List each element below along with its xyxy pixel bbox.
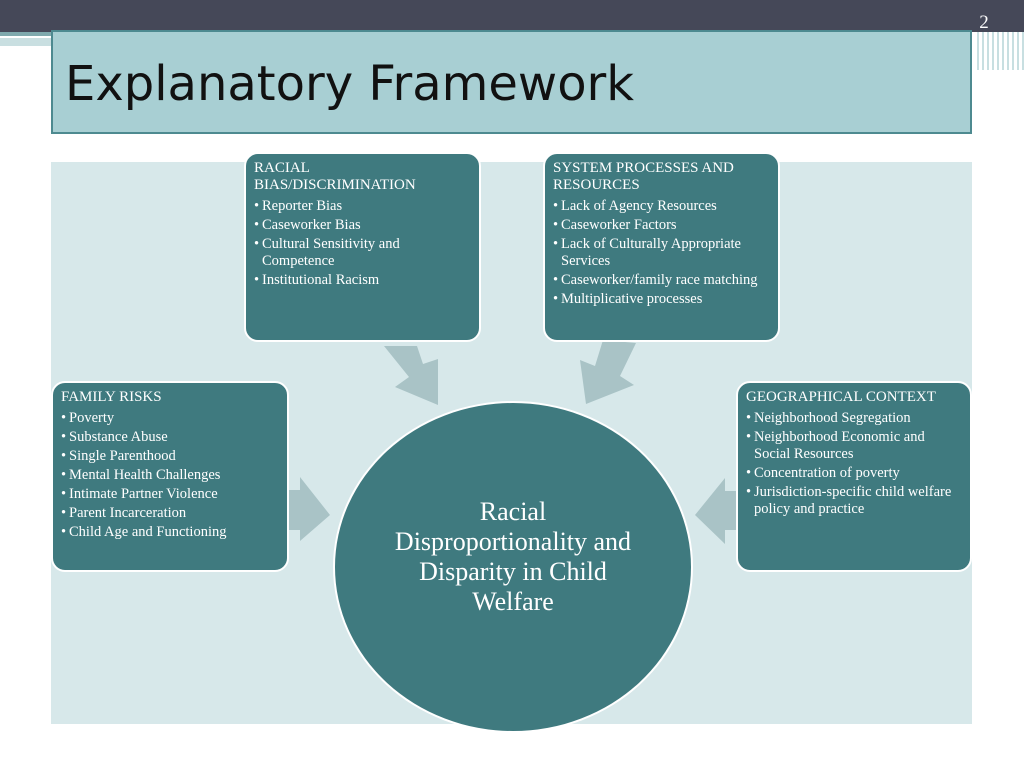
list-racial-bias: •Reporter Bias •Caseworker Bias •Cultura… bbox=[254, 198, 471, 289]
list-item: •Lack of Culturally Appropriate Services bbox=[553, 236, 741, 269]
box-heading-family-risks: FAMILY RISKS bbox=[61, 389, 162, 405]
bullet-icon: • bbox=[254, 236, 260, 252]
list-geographical-context: •Neighborhood Segregation •Neighborhood … bbox=[746, 410, 962, 518]
list-item: •Cultural Sensitivity and Competence bbox=[254, 236, 400, 269]
bullet-icon: • bbox=[61, 524, 67, 540]
list-item: •Poverty bbox=[61, 410, 115, 426]
center-label: Racial Disproportionality and Disparity … bbox=[394, 497, 632, 616]
box-system-processes: SYSTEM PROCESSES AND RESOURCES •Lack of … bbox=[543, 152, 780, 342]
bullet-icon: • bbox=[61, 467, 67, 483]
box-racial-bias: RACIAL BIAS/DISCRIMINATION •Reporter Bia… bbox=[244, 152, 481, 342]
bullet-icon: • bbox=[254, 217, 260, 233]
list-item: •Caseworker Factors bbox=[553, 217, 677, 233]
list-item: •Multiplicative processes bbox=[553, 291, 703, 307]
bullet-icon: • bbox=[746, 429, 752, 445]
box-heading-geographical-context: GEOGRAPHICAL CONTEXT bbox=[746, 389, 936, 405]
box-heading-system-processes: SYSTEM PROCESSES AND RESOURCES bbox=[553, 160, 734, 193]
bullet-icon: • bbox=[61, 410, 67, 426]
center-circle: Racial Disproportionality and Disparity … bbox=[333, 401, 693, 733]
arrow-from-system-processes bbox=[580, 340, 636, 404]
top-bar bbox=[0, 0, 1024, 32]
list-item: •Caseworker/family race matching bbox=[553, 272, 758, 288]
bullet-icon: • bbox=[746, 465, 752, 481]
list-item: •Child Age and Functioning bbox=[61, 524, 227, 540]
arrow-from-racial-bias bbox=[384, 346, 438, 405]
decorative-stripes bbox=[974, 32, 1024, 70]
bullet-icon: • bbox=[553, 217, 559, 233]
bullet-icon: • bbox=[746, 484, 752, 500]
slide-title: Explanatory Framework bbox=[65, 56, 635, 112]
box-heading-racial-bias: RACIAL BIAS/DISCRIMINATION bbox=[254, 160, 416, 193]
box-family-risks: FAMILY RISKS •Poverty •Substance Abuse •… bbox=[51, 381, 289, 572]
bullet-icon: • bbox=[61, 505, 67, 521]
list-item: •Lack of Agency Resources bbox=[553, 198, 717, 214]
list-item: •Neighborhood Segregation bbox=[746, 410, 911, 426]
slide-number: 2 bbox=[979, 12, 989, 33]
arrow-from-family-risks bbox=[289, 477, 330, 541]
list-item: •Mental Health Challenges bbox=[61, 467, 221, 483]
arrow-from-geographical-context bbox=[695, 478, 736, 544]
title-box: Explanatory Framework bbox=[51, 30, 972, 134]
list-item: •Caseworker Bias bbox=[254, 217, 361, 233]
bullet-icon: • bbox=[746, 410, 752, 426]
list-item: •Single Parenthood bbox=[61, 448, 176, 464]
list-item: •Reporter Bias bbox=[254, 198, 343, 214]
bullet-icon: • bbox=[61, 429, 67, 445]
bullet-icon: • bbox=[553, 291, 559, 307]
list-family-risks: •Poverty •Substance Abuse •Single Parent… bbox=[61, 410, 279, 541]
list-item: •Parent Incarceration bbox=[61, 505, 187, 521]
box-geographical-context: GEOGRAPHICAL CONTEXT •Neighborhood Segre… bbox=[736, 381, 972, 572]
list-item: •Institutional Racism bbox=[254, 272, 380, 288]
list-item: •Concentration of poverty bbox=[746, 465, 900, 481]
list-item: •Neighborhood Economic and Social Resour… bbox=[746, 429, 925, 462]
bullet-icon: • bbox=[553, 236, 559, 252]
bullet-icon: • bbox=[254, 272, 260, 288]
list-system-processes: •Lack of Agency Resources •Caseworker Fa… bbox=[553, 198, 770, 308]
list-item: •Substance Abuse bbox=[61, 429, 168, 445]
bullet-icon: • bbox=[254, 198, 260, 214]
bullet-icon: • bbox=[61, 486, 67, 502]
bullet-icon: • bbox=[553, 198, 559, 214]
list-item: •Jurisdiction-specific child welfare pol… bbox=[746, 484, 952, 517]
top-accent-left bbox=[0, 32, 52, 46]
bullet-icon: • bbox=[553, 272, 559, 288]
list-item: •Intimate Partner Violence bbox=[61, 486, 218, 502]
bullet-icon: • bbox=[61, 448, 67, 464]
